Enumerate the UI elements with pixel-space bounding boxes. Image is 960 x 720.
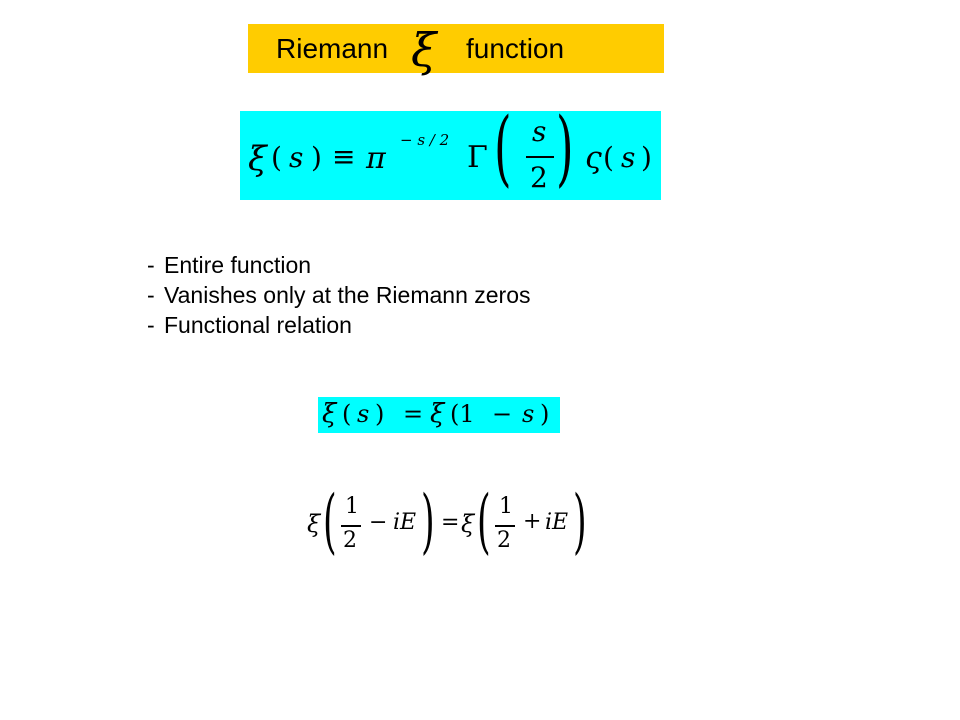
variable-s: s	[289, 141, 304, 174]
variable-s: s	[357, 400, 370, 428]
gamma-symbol: Γ	[467, 140, 488, 175]
fraction-bar	[495, 525, 515, 527]
ie-term: iE	[545, 510, 569, 535]
fraction-denominator: 2	[497, 528, 511, 553]
zeta-close-paren: )	[641, 141, 652, 174]
xi-symbol: ξ	[248, 139, 267, 179]
definition-equation-box: ξ ( s ) ≡ π − s / 2 Γ ( s 2 ) ς ( s )	[240, 101, 661, 200]
fraction-numerator: 1	[499, 494, 513, 519]
functional-equation-box: ξ ( s ) = ξ (1 − s )	[318, 397, 560, 433]
minus-sign: −	[492, 400, 513, 428]
properties-list: -Entire function -Vanishes only at the R…	[147, 250, 531, 340]
big-open-paren: (	[323, 480, 337, 562]
fraction-bar	[526, 156, 554, 158]
fraction-numerator: s	[532, 115, 547, 148]
xi-symbol: ξ	[307, 510, 321, 538]
close-paren: )	[375, 400, 385, 428]
functional-equation: ξ ( s ) = ξ (1 − s )	[318, 397, 560, 433]
pi-exponent: − s / 2	[400, 131, 450, 149]
pi-symbol: π	[366, 141, 386, 176]
zeta-symbol: ς	[585, 141, 602, 176]
property-item: -Functional relation	[147, 310, 531, 340]
title-word-riemann: Riemann	[276, 33, 389, 64]
variable-s: s	[522, 400, 535, 428]
open-paren: (	[342, 400, 352, 428]
equivalence-symbol: ≡	[332, 140, 356, 173]
property-text: Functional relation	[164, 312, 352, 338]
title-box: Riemann ξ function	[248, 23, 664, 77]
equals-sign: =	[403, 400, 424, 428]
fraction-numerator: 1	[345, 494, 359, 519]
close-paren: )	[311, 141, 322, 174]
big-close-paren: )	[556, 101, 574, 196]
xi-symbol: ξ	[322, 399, 337, 429]
plus-sign: +	[523, 509, 542, 534]
xi-symbol: ξ	[461, 510, 475, 538]
zeta-open-paren: (	[603, 141, 614, 174]
bullet-dash: -	[147, 282, 155, 308]
title-xi-symbol: ξ	[411, 23, 437, 77]
zeta-variable-s: s	[621, 141, 636, 174]
big-close-paren: )	[421, 480, 435, 562]
equals-sign: =	[441, 510, 460, 535]
title-word-function: function	[466, 33, 565, 64]
minus-sign: −	[369, 510, 388, 535]
fraction-denominator: 2	[343, 528, 357, 553]
open-paren: (	[271, 141, 282, 174]
property-text: Entire function	[164, 252, 312, 278]
property-item: -Vanishes only at the Riemann zeros	[147, 280, 531, 310]
xi-symbol: ξ	[430, 399, 445, 429]
critical-line-equation: ξ ( 1 2 − iE ) = ξ ( 1 2 + iE )	[305, 480, 595, 568]
ie-term: iE	[393, 510, 417, 535]
property-text: Vanishes only at the Riemann zeros	[164, 282, 531, 308]
big-close-paren: )	[573, 480, 587, 562]
definition-equation: ξ ( s ) ≡ π − s / 2 Γ ( s 2 ) ς ( s )	[240, 101, 661, 200]
fraction-bar	[341, 525, 361, 527]
bullet-dash: -	[147, 312, 155, 338]
property-item: -Entire function	[147, 250, 531, 280]
fraction-denominator: 2	[530, 161, 548, 194]
open-paren-one: (1	[450, 400, 475, 428]
big-open-paren: (	[494, 101, 512, 196]
big-open-paren: (	[477, 480, 491, 562]
close-paren: )	[540, 400, 550, 428]
bullet-dash: -	[147, 252, 155, 278]
